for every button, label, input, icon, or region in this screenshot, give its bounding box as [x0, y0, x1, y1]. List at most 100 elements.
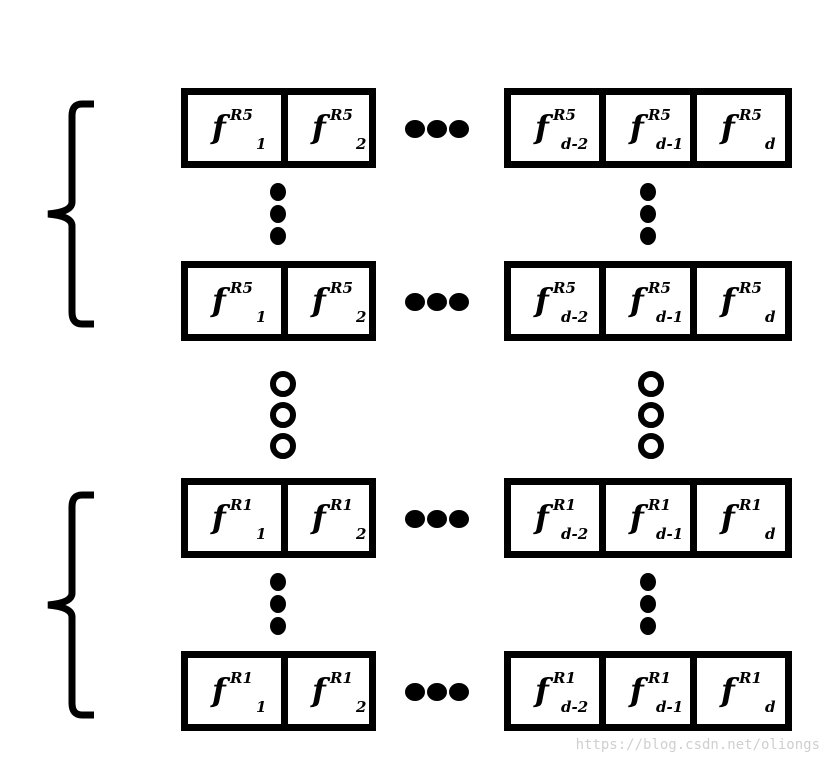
feature-symbol: f [212, 108, 226, 146]
vertical-ellipsis-right-bottom [640, 573, 656, 635]
feature-superscript: R5 [553, 279, 576, 297]
vertical-ellipsis-left-top [270, 183, 286, 245]
feature-subscript: 1 [256, 308, 267, 326]
feature-superscript: R5 [553, 106, 576, 124]
feature-subscript: 2 [356, 525, 367, 543]
feature-symbol: f [535, 498, 549, 536]
feature-subscript: 1 [256, 698, 267, 716]
vertical-ellipsis-left-bottom [270, 573, 286, 635]
feature-subscript: d [765, 135, 776, 153]
feature-superscript: R1 [330, 496, 353, 514]
feature-subscript: d-2 [561, 698, 589, 716]
feature-superscript: R5 [739, 106, 762, 124]
left-brace-bottom [47, 491, 94, 719]
feature-subscript: d [765, 308, 776, 326]
vertical-ellipsis-groups-right [638, 371, 664, 459]
left-brace-top [47, 100, 94, 328]
feature-symbol: f [312, 108, 326, 146]
feature-superscript: R1 [230, 496, 253, 514]
feature-superscript: R1 [648, 669, 671, 687]
horizontal-ellipsis [405, 120, 469, 138]
feature-symbol: f [312, 498, 326, 536]
feature-superscript: R1 [553, 496, 576, 514]
feature-subscript: 1 [256, 135, 267, 153]
horizontal-ellipsis [405, 293, 469, 311]
feature-symbol: f [630, 498, 644, 536]
feature-subscript: d [765, 525, 776, 543]
feature-superscript: R5 [230, 106, 253, 124]
feature-subscript: 2 [356, 698, 367, 716]
feature-subscript: 2 [356, 135, 367, 153]
feature-subscript: d-1 [656, 308, 684, 326]
feature-superscript: R5 [330, 279, 353, 297]
feature-subscript: 2 [356, 308, 367, 326]
feature-subscript: d-1 [656, 135, 684, 153]
feature-symbol: f [212, 498, 226, 536]
feature-superscript: R1 [648, 496, 671, 514]
feature-superscript: R5 [648, 106, 671, 124]
feature-symbol: f [721, 281, 735, 319]
watermark: https://blog.csdn.net/oliongs [575, 737, 820, 753]
feature-symbol: f [535, 281, 549, 319]
feature-subscript: d-2 [561, 525, 589, 543]
feature-symbol: f [212, 671, 226, 709]
feature-symbol: f [721, 498, 735, 536]
feature-subscript: d-2 [561, 308, 589, 326]
vertical-ellipsis-right-top [640, 183, 656, 245]
vertical-ellipsis-groups-left [270, 371, 296, 459]
feature-subscript: d-1 [656, 525, 684, 543]
feature-symbol: f [212, 281, 226, 319]
feature-symbol: f [630, 281, 644, 319]
horizontal-ellipsis [405, 683, 469, 701]
horizontal-ellipsis [405, 510, 469, 528]
feature-symbol: f [630, 671, 644, 709]
feature-symbol: f [312, 281, 326, 319]
feature-symbol: f [721, 671, 735, 709]
feature-subscript: d [765, 698, 776, 716]
feature-subscript: d-1 [656, 698, 684, 716]
feature-superscript: R1 [330, 669, 353, 687]
feature-superscript: R5 [739, 279, 762, 297]
feature-superscript: R1 [230, 669, 253, 687]
feature-subscript: d-2 [561, 135, 589, 153]
feature-superscript: R5 [230, 279, 253, 297]
feature-superscript: R5 [648, 279, 671, 297]
feature-symbol: f [721, 108, 735, 146]
feature-symbol: f [630, 108, 644, 146]
feature-superscript: R1 [739, 669, 762, 687]
feature-subscript: 1 [256, 525, 267, 543]
feature-symbol: f [312, 671, 326, 709]
feature-symbol: f [535, 108, 549, 146]
feature-symbol: f [535, 671, 549, 709]
feature-superscript: R5 [330, 106, 353, 124]
feature-superscript: R1 [739, 496, 762, 514]
feature-superscript: R1 [553, 669, 576, 687]
